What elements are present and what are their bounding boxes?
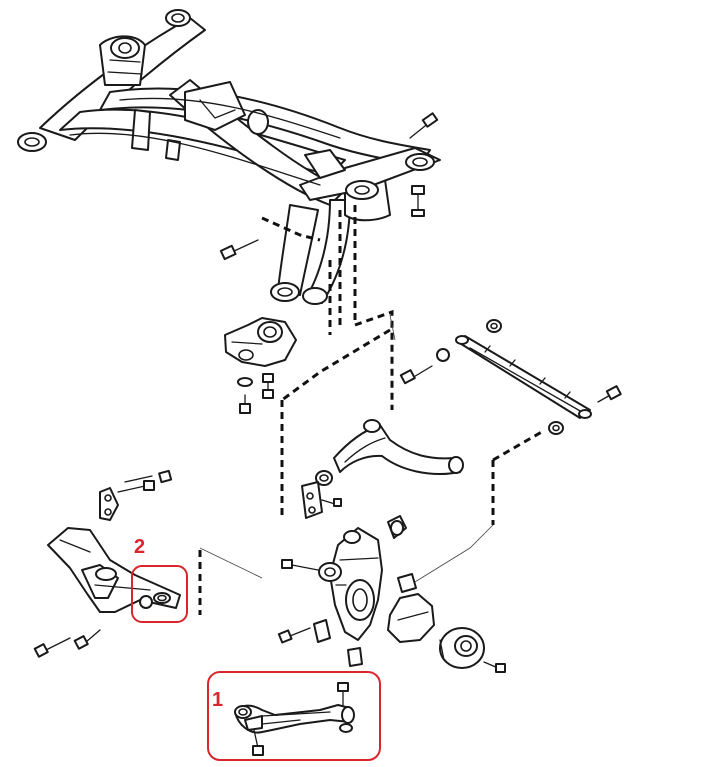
assembly-leader-lines: [198, 205, 546, 615]
link-washer: [548, 421, 564, 435]
subframe-bolt-top-right: [409, 112, 439, 139]
callout-2-box: [131, 565, 188, 623]
hub-bolt: [483, 661, 506, 673]
callout-2-number: 2: [134, 536, 145, 558]
wheel-knuckle: [329, 527, 383, 641]
bracket-bolt-right: [262, 373, 274, 399]
link-bolt-right: [597, 385, 622, 403]
rear-subframe: [17, 9, 441, 305]
trailing-arm: [47, 527, 181, 613]
trailing-arm-bolts: [99, 469, 173, 521]
callout-1-box: [207, 671, 381, 761]
mounting-bracket: [224, 317, 297, 367]
link-bolt-left: [399, 348, 450, 385]
callout-1-number: 1: [212, 689, 223, 711]
transverse-link-rod: [455, 335, 592, 419]
brake-backing-plate: [387, 593, 435, 643]
link-nut-top: [486, 319, 502, 333]
upper-control-arm: [333, 419, 464, 475]
callout-1: 1: [207, 671, 381, 761]
wheel-hub: [439, 627, 485, 669]
lower-control-arm: [234, 704, 355, 734]
subframe-bolt-left: [219, 239, 259, 261]
subframe-bolt-vertical: [411, 185, 425, 217]
lower-arm-bolts: [252, 682, 353, 756]
knuckle-bolt-lower: [277, 627, 311, 644]
callout-2: 2: [131, 536, 188, 623]
bracket-bolt-left: [237, 377, 253, 414]
knuckle-bushings: [281, 515, 417, 667]
trailing-arm-lower-bolts: [33, 629, 101, 658]
control-arm-bushing-set: [301, 470, 342, 519]
